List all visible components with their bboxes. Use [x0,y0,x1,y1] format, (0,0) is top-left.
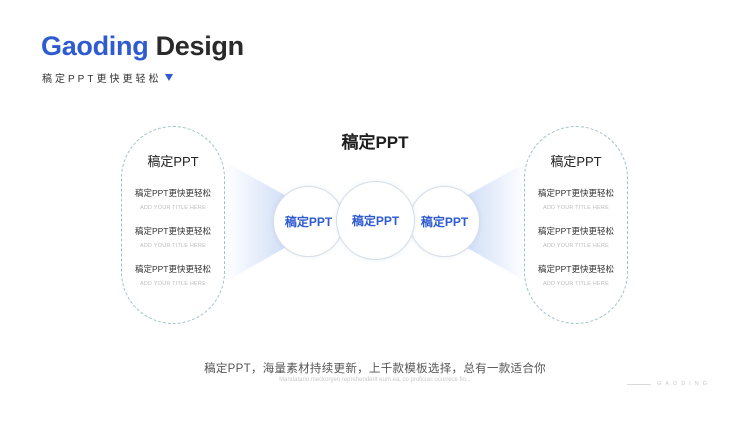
right-panel-item: 稿定PPT更快更轻松 ADD YOUR TITLE HERE [525,263,627,287]
right-panel: 稿定PPT 稿定PPT更快更轻松 ADD YOUR TITLE HERE 稿定P… [524,126,628,324]
item-title: 稿定PPT更快更轻松 [134,188,212,198]
circle-middle: 稿定PPT [336,181,415,260]
right-panel-item: 稿定PPT更快更轻松 ADD YOUR TITLE HERE [525,187,627,211]
footer-divider [627,383,651,385]
left-panel: 稿定PPT 稿定PPT更快更轻松 ADD YOUR TITLE HERE 稿定P… [121,126,225,324]
bottom-subtext: Mandatario meckoryen reprehenderit eum e… [279,377,471,383]
logo-design-text: Design [148,31,245,61]
circle-left: 稿定PPT [273,186,344,257]
footer-mark-text: GAODING [657,381,711,387]
circle-right: 稿定PPT [409,186,480,257]
footer-mark: GAODING [627,381,711,387]
left-panel-title: 稿定PPT [147,154,199,169]
item-title: 稿定PPT更快更轻松 [134,264,212,274]
tagline: 稿定PPT更快更轻松 [42,70,174,85]
main-title: 稿定PPT [341,133,409,152]
item-title: 稿定PPT更快更轻松 [134,226,212,236]
item-subtitle: ADD YOUR TITLE HERE [543,205,609,211]
right-panel-item: 稿定PPT更快更轻松 ADD YOUR TITLE HERE [525,225,627,249]
right-panel-title: 稿定PPT [550,154,602,169]
triangle-down-icon [165,74,174,81]
item-subtitle: ADD YOUR TITLE HERE [140,243,206,249]
left-panel-item: 稿定PPT更快更轻松 ADD YOUR TITLE HERE [122,225,224,249]
item-subtitle: ADD YOUR TITLE HERE [543,281,609,287]
bottom-description: 稿定PPT，海量素材持续更新，上千款模板选择，总有一款适合你 [204,363,546,375]
item-title: 稿定PPT更快更轻松 [537,188,615,198]
right-beam [462,162,527,282]
left-panel-item: 稿定PPT更快更轻松 ADD YOUR TITLE HERE [122,263,224,287]
item-subtitle: ADD YOUR TITLE HERE [140,205,206,211]
item-title: 稿定PPT更快更轻松 [537,226,615,236]
item-subtitle: ADD YOUR TITLE HERE [543,243,609,249]
brand-logo: Gaoding Design [41,33,244,60]
item-subtitle: ADD YOUR TITLE HERE [140,281,206,287]
item-title: 稿定PPT更快更轻松 [537,264,615,274]
logo-brand-text: Gaoding [41,31,149,61]
left-beam [225,162,290,282]
tagline-text: 稿定PPT更快更轻松 [42,74,162,85]
left-panel-item: 稿定PPT更快更轻松 ADD YOUR TITLE HERE [122,187,224,211]
